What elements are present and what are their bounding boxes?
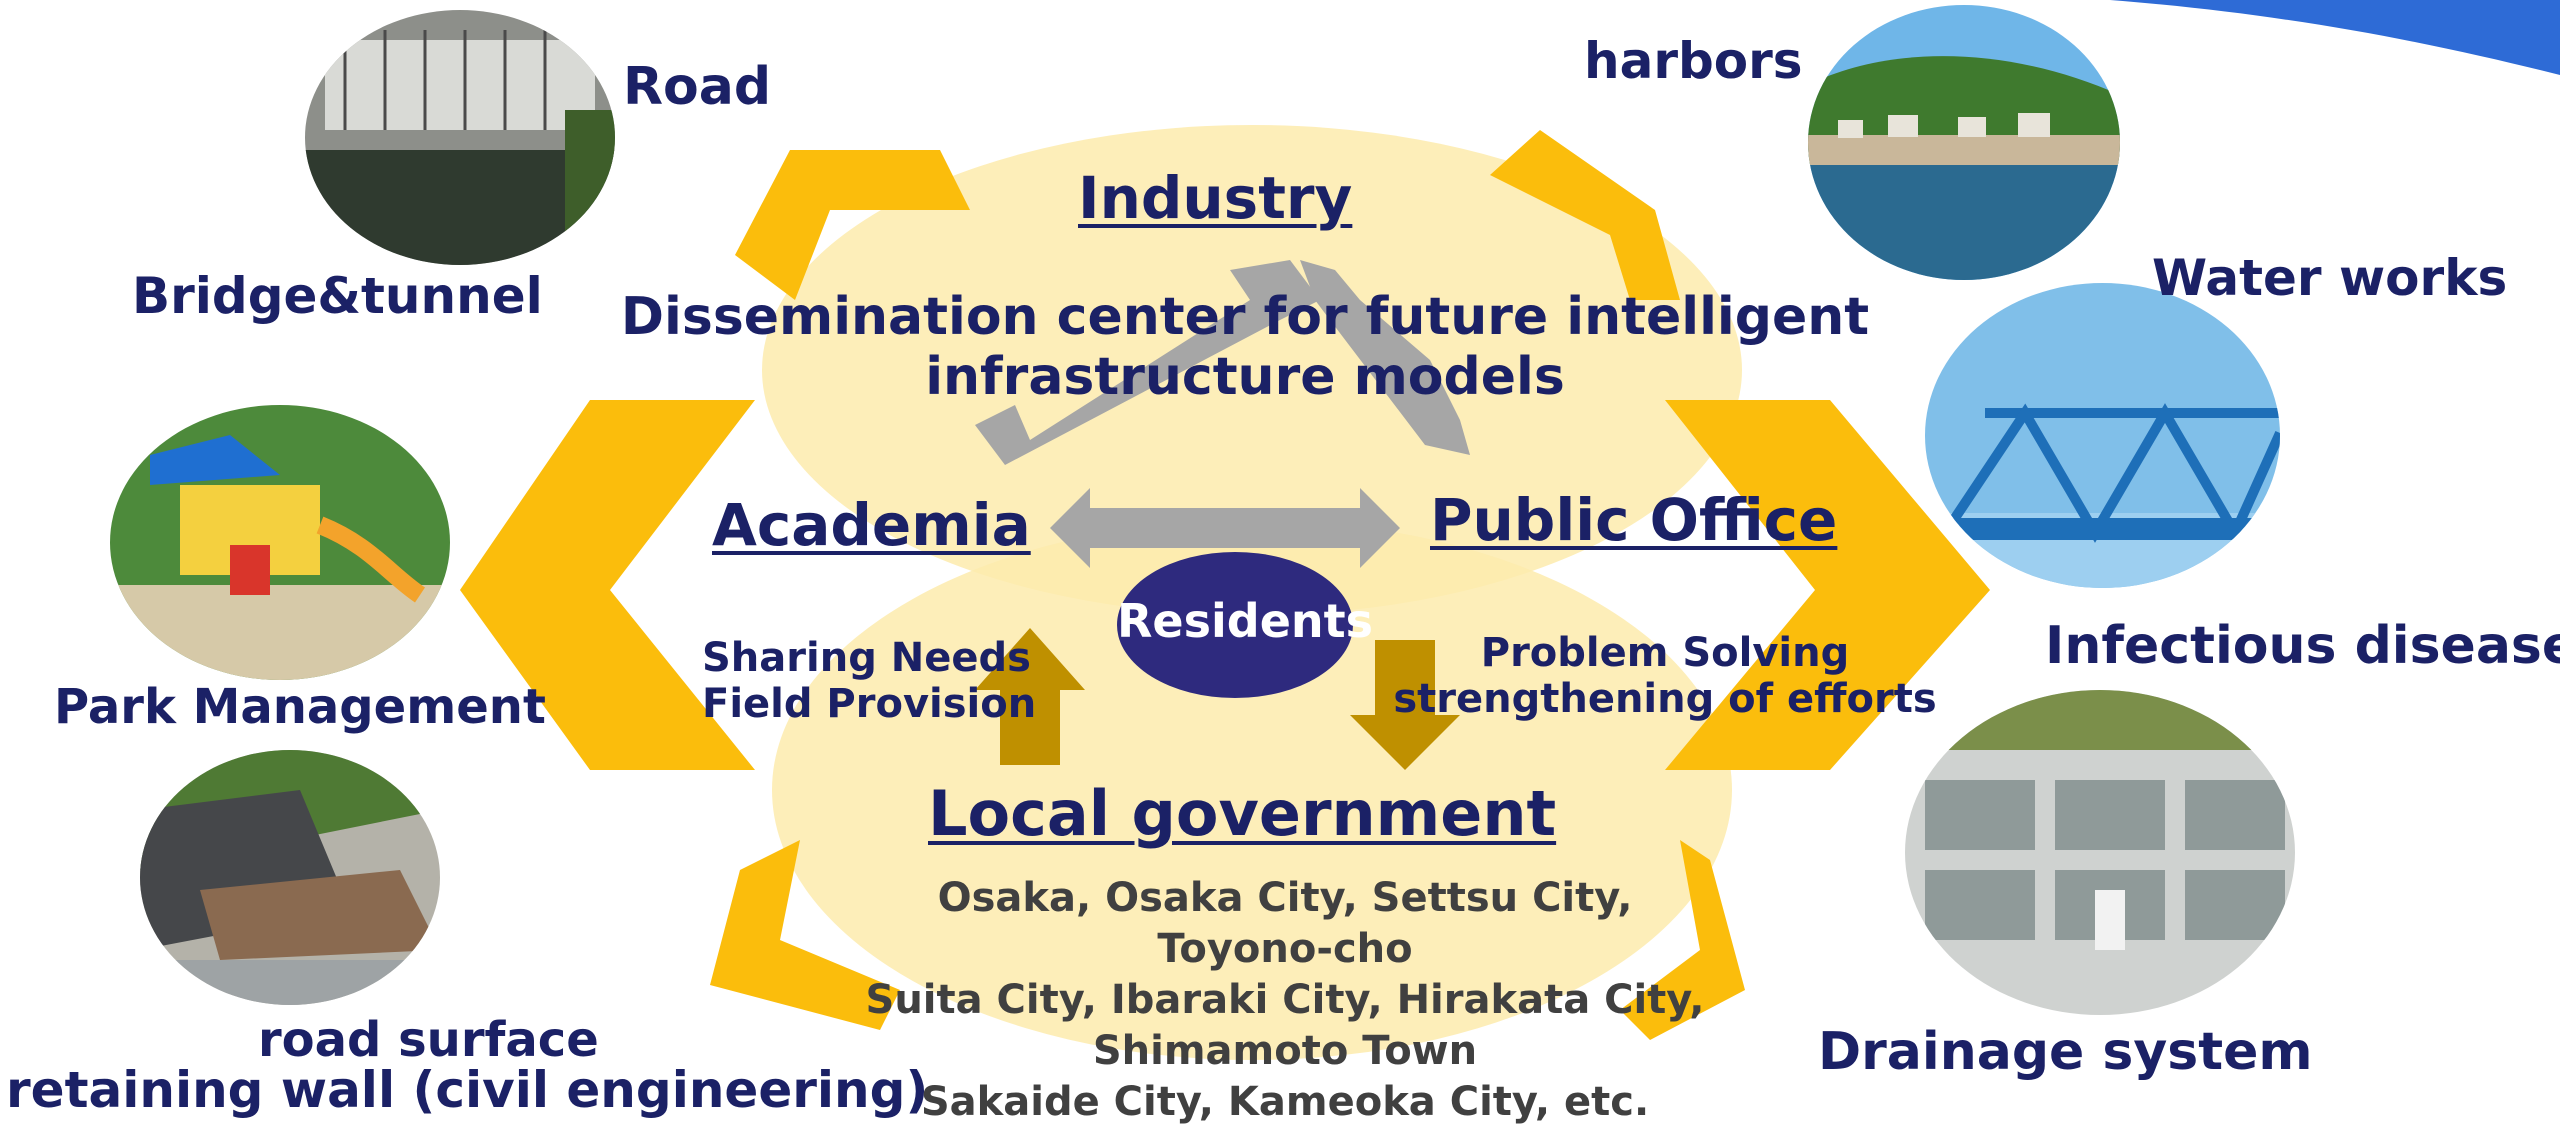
road-bridge-photo (305, 10, 615, 265)
top-left-bracket (735, 150, 970, 300)
retaining-wall-photo (140, 750, 440, 1005)
node-academia: Academia (712, 491, 1031, 559)
node-industry: Industry (1078, 164, 1353, 232)
label-retaining-wall: retaining wall (civil engineering) (6, 1061, 929, 1119)
label-infectious-disease: Infectious disease (2045, 616, 2560, 676)
gray-arrow-left-diagonal (975, 260, 1320, 465)
label-road-surface: road surface (258, 1012, 599, 1068)
flow-right-line-2: strengthening of efforts (1393, 676, 1937, 722)
water-pipe-bridge-photo (1925, 283, 2280, 588)
flow-left-line-2: Field Provision (702, 681, 1037, 727)
label-bridge-tunnel: Bridge&tunnel (132, 267, 543, 325)
local-government-members: Osaka, Osaka City, Settsu City, Toyono-c… (840, 873, 1730, 1128)
bottom-right-bracket (1620, 840, 1745, 1040)
member-line-3: Suita City, Ibaraki City, Hirakata City, (865, 977, 1705, 1023)
member-line-5: Sakaide City, Kameoka City, etc. (920, 1079, 1650, 1125)
label-road: Road (623, 57, 772, 117)
node-public-office: Public Office (1430, 486, 1838, 554)
left-chevron (460, 400, 755, 770)
corner-swoosh (2110, 0, 2560, 75)
flow-right: Problem Solving strengthening of efforts (1385, 630, 1945, 722)
node-local-government: Local government (928, 777, 1557, 850)
top-right-bracket (1490, 130, 1680, 300)
member-line-2: Toyono-cho (1157, 926, 1413, 972)
member-line-1: Osaka, Osaka City, Settsu City, (937, 875, 1633, 921)
center-title-line-1: Dissemination center for future intellig… (620, 287, 1870, 347)
center-title: Dissemination center for future intellig… (620, 287, 1870, 408)
label-harbors: harbors (1584, 32, 1803, 90)
upper-ellipse (762, 125, 1742, 615)
label-water-works: Water works (2152, 249, 2508, 307)
node-residents: Residents (1117, 594, 1374, 648)
harbor-photo (1808, 5, 2120, 280)
up-arrow (975, 628, 1085, 765)
flow-left: Sharing Needs Field Provision (702, 635, 1036, 727)
drainage-plant-photo (1905, 690, 2295, 1015)
gray-arrow-horizontal (1050, 488, 1400, 568)
flow-right-line-1: Problem Solving (1480, 630, 1850, 676)
center-title-line-2: infrastructure models (925, 346, 1565, 407)
flow-left-line-1: Sharing Needs (702, 635, 1031, 681)
residents-ellipse (1117, 552, 1353, 698)
label-drainage-system: Drainage system (1818, 1022, 2313, 1082)
label-park-management: Park Management (54, 679, 546, 735)
member-line-4: Shimamoto Town (1092, 1028, 1478, 1074)
park-playground-photo (110, 405, 450, 680)
right-chevron (1665, 400, 1990, 770)
gray-arrow-right-diagonal (1300, 260, 1470, 455)
bottom-left-bracket (710, 840, 900, 1030)
down-arrow (1350, 640, 1460, 770)
